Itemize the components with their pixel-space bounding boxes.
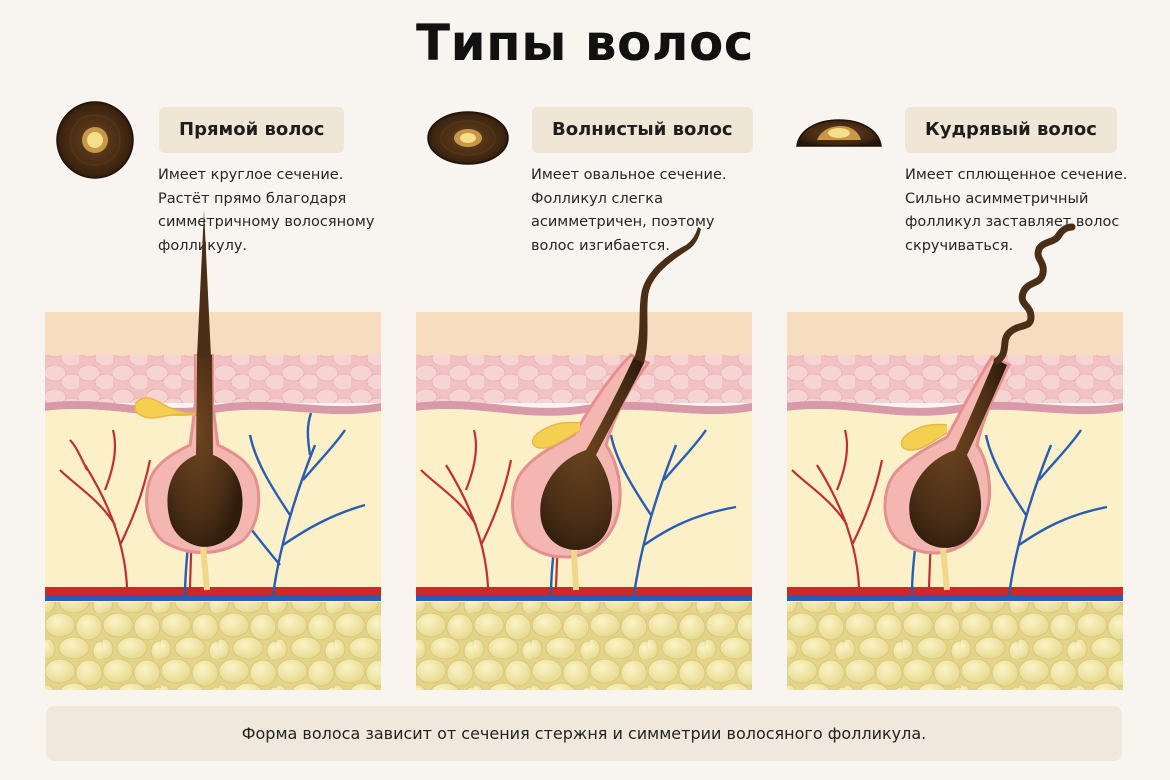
skin-cross-section-wavy [416,227,752,690]
artery-icon [787,587,1123,595]
hair-shaft-icon [197,210,211,357]
desc-line: Сильно асимметричный [905,190,1089,207]
wavy-hair-panel: Волнистый волос Имеет овальное сечение. … [416,100,776,690]
hair-shaft-icon [634,227,701,363]
hair-bulb-icon [167,355,243,547]
footer-note: Форма волоса зависит от сечения стержня … [46,706,1122,761]
type-description-wavy: Имеет овальное сечение. Фолликул слегка … [531,164,771,258]
desc-line: асимметричен, поэтому [531,214,715,230]
type-description-curly: Имеет сплющенное сечение. Сильно асиммет… [905,164,1145,258]
hair-bulb-icon [909,359,1007,548]
type-label-curly: Кудрявый волос [905,107,1117,153]
basement-membrane [787,401,1123,416]
curly-hair-panel: Кудрявый волос Имеет сплющенное сечение.… [787,100,1147,690]
hair-shaft-icon [993,223,1076,365]
desc-line: скручиваться. [905,237,1014,254]
desc-line: симметричному волосяному [158,214,375,230]
page-title: Типы волос [416,14,754,72]
round-cross-section-icon [56,101,134,179]
desc-line: фолликул заставляет волос [905,214,1120,230]
skin-cross-section-straight [45,210,381,690]
sebaceous-gland [532,421,581,449]
epidermis-layer [787,312,1123,355]
sebaceous-gland [134,397,196,419]
basement-membrane [416,401,752,416]
dermis-upper-layer [416,355,752,403]
sebaceous-gland [900,423,948,451]
oval-cross-section-icon [427,111,509,165]
type-label-straight: Прямой волос [159,107,345,153]
skin-cross-section-curly [787,223,1123,690]
desc-line: Фолликул слегка [531,190,663,207]
desc-line: Растёт прямо благодаря [158,190,347,207]
fat-layer [416,602,752,690]
flat-cross-section-icon [796,119,882,147]
vein-icon [416,595,752,601]
epidermis-layer [45,312,381,355]
fat-layer [45,602,381,690]
vein-icon [787,595,1123,601]
type-label-wavy: Волнистый волос [532,107,753,153]
fat-layer [787,602,1123,690]
desc-line: Имеет круглое сечение. [158,167,344,183]
vein-icon [45,595,381,601]
type-description-straight: Имеет круглое сечение. Растёт прямо благ… [158,164,398,258]
desc-line: волос изгибается. [531,237,670,254]
desc-line: Имеет овальное сечение. [531,167,727,183]
straight-hair-panel: Прямой волос Имеет круглое сечение. Раст… [45,100,405,690]
desc-line: Имеет сплющенное сечение. [905,167,1128,183]
artery-icon [45,587,381,595]
artery-icon [416,587,752,595]
epidermis-layer [416,312,752,355]
dermis-upper-layer [787,355,1123,403]
hair-bulb-icon [540,357,644,550]
